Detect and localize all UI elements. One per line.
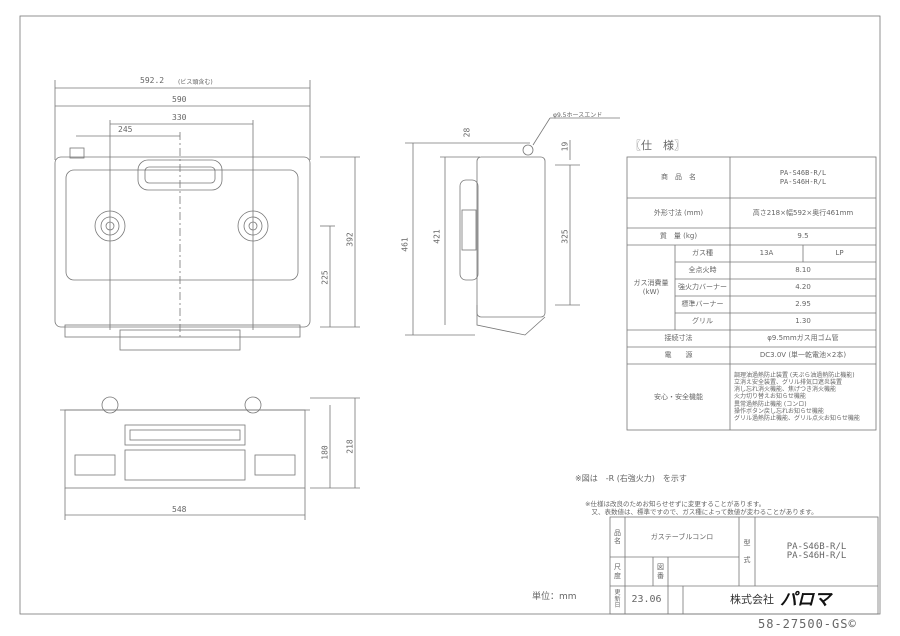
update-date: 23.06	[631, 594, 662, 605]
scale-label: 尺 度	[614, 563, 621, 580]
mass-value: 9.5	[797, 232, 809, 241]
product-name: ガステーブルコンロ	[650, 532, 714, 541]
sheet-frame	[19, 15, 881, 615]
name-label: 商 品 名	[661, 173, 696, 182]
dim-245: 245	[118, 125, 133, 134]
company: 株式会社 パロマ	[683, 586, 878, 614]
power-value: DC3.0V (単一乾電池×2本)	[759, 351, 847, 360]
model-label: 型 式	[743, 538, 751, 564]
strong-burner-value: 4.20	[795, 283, 811, 292]
spec-title: 〖仕 様〗	[630, 139, 685, 152]
gas-lp: LP	[835, 249, 844, 258]
all-burners-value: 8.10	[795, 266, 811, 275]
title-block-grid	[609, 516, 879, 615]
company-prefix: 株式会社	[730, 593, 774, 607]
dim-592-2-note: (ビス頭含む)	[178, 79, 213, 86]
connection-label: 接続寸法	[664, 334, 693, 343]
mass-label: 質 量 (kg)	[659, 232, 698, 241]
strong-burner-label: 強火力バーナー	[678, 283, 727, 292]
dim-19: 19	[560, 141, 570, 152]
spec-change-note: ※仕様は改良のためお知らせせずに変更することがあります。 又、表数値は、標準です…	[585, 500, 818, 517]
dim-421: 421	[432, 229, 442, 244]
dim-548: 548	[172, 505, 187, 514]
gas-13a: 13A	[759, 249, 774, 258]
dim-325: 325	[560, 229, 570, 244]
all-burners-label: 全点火時	[688, 266, 717, 275]
connection-value: φ9.5mmガス用ゴム管	[767, 334, 839, 343]
grill-label: グリル	[692, 317, 713, 326]
size-label: 外形寸法 (mm)	[653, 208, 704, 217]
dim-218: 218	[345, 439, 355, 454]
power-label: 電 源	[664, 351, 693, 360]
std-burner-label: 標準バーナー	[681, 300, 724, 309]
top-view	[54, 80, 360, 351]
gas-consumption-label: ガス消費量 (kW)	[633, 279, 669, 296]
side-view	[405, 117, 620, 336]
unit-label: 単位：mm	[532, 592, 577, 602]
document-code: 58-27500-GS©	[758, 617, 857, 631]
std-burner-value: 2.95	[795, 300, 811, 309]
front-view	[60, 396, 360, 520]
paloma-logo: パロマ	[780, 589, 831, 610]
dim-28: 28	[462, 127, 472, 138]
figure-note: ※図は -R (右強火力) を示す	[575, 474, 687, 483]
dim-461: 461	[400, 237, 410, 252]
gas-type-label: ガス種	[692, 249, 713, 258]
dim-392: 392	[345, 232, 355, 247]
dim-590: 590	[172, 95, 187, 104]
safety-label: 安心・安全機能	[654, 392, 703, 401]
safety-value: 調理油過熱防止装置 (天ぷら油過熱防止機能) 立消え安全装置、グリル排気口遮炎装…	[734, 371, 860, 422]
grill-value: 1.30	[795, 317, 811, 326]
name-value: PA-S46B-R/L PA-S46H-R/L	[779, 169, 827, 186]
dim-180: 180	[320, 445, 330, 460]
dim-225: 225	[320, 270, 330, 285]
hose-end-label: φ9.5ホースエンド	[553, 112, 603, 119]
spec-table-grid	[626, 156, 877, 431]
hinmei-label: 品 名	[614, 528, 621, 545]
dim-592-2: 592.2	[140, 76, 165, 85]
size-value: 高さ218×幅592×奥行461mm	[752, 208, 854, 217]
dim-330: 330	[172, 113, 187, 122]
update-label: 更 新 日	[614, 589, 621, 610]
model-value: PA-S46B-R/L PA-S46H-R/L	[786, 541, 847, 561]
drawing-number-label: 図 番	[657, 563, 664, 580]
